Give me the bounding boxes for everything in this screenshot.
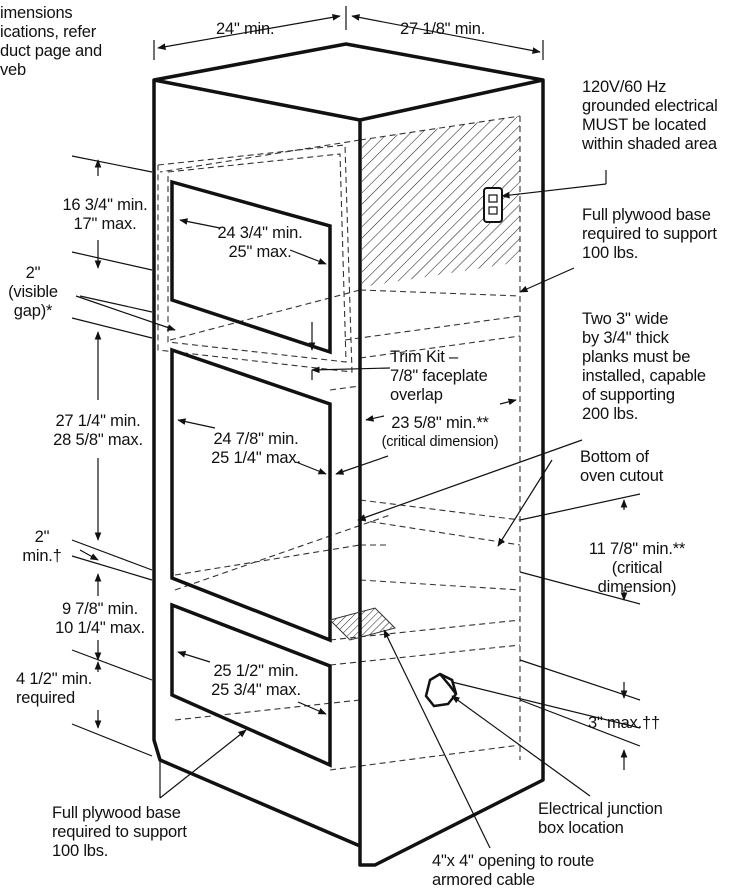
dim-2-min-label: 2" min.† bbox=[22, 528, 62, 565]
dim-3-max-label: 3" max.†† bbox=[588, 714, 660, 732]
planks-label: Two 3" wide by 3/4" thick planks must be… bbox=[582, 310, 706, 423]
dim-middle-height-label: 27 1/4" min. 28 5/8" max. bbox=[53, 412, 143, 449]
dim-middle-width-label: 24 7/8" min. 25 1/4" max. bbox=[211, 430, 301, 467]
electrical-label: 120V/60 Hz grounded electrical MUST be l… bbox=[582, 78, 718, 153]
dim-4-1-2-label: 4 1/2" min. required bbox=[16, 670, 93, 707]
dim-9-7-8-label: 9 7/8" min. 10 1/4" max. bbox=[55, 600, 145, 637]
electrical-outlet-icon bbox=[483, 187, 503, 223]
dim-11-7-8-label: 11 7/8" min.** (critical dimension) bbox=[588, 540, 686, 596]
electrical-shaded-area bbox=[362, 116, 520, 287]
dim-upper-width-label: 24 3/4" min. 25" max. bbox=[217, 224, 303, 261]
junction-box-label: Electrical junction box location bbox=[538, 800, 663, 837]
cabinet-outline bbox=[152, 42, 545, 867]
plywood-top-label: Full plywood base required to support 10… bbox=[582, 206, 717, 262]
opening-label: 4"x 4" opening to route armored cable bbox=[432, 852, 595, 889]
dim-depth-inner-label: 23 5/8" min.** (critical dimension) bbox=[381, 414, 499, 450]
dim-lower-width-label: 25 1/2" min. 25 3/4" max. bbox=[211, 662, 301, 699]
bottom-cutout-label: Bottom of oven cutout bbox=[580, 448, 664, 485]
dimension-lines bbox=[71, 6, 641, 849]
dim-depth-label: 27 1/8" min. bbox=[400, 20, 486, 38]
cable-opening bbox=[329, 607, 396, 641]
top-left-note: imensions ications, refer duct page and … bbox=[0, 4, 102, 79]
junction-box-icon bbox=[424, 672, 458, 708]
lower-cutout bbox=[170, 602, 332, 768]
plywood-bottom-label: Full plywood base required to support 10… bbox=[52, 804, 187, 860]
middle-cutout bbox=[170, 347, 332, 643]
visible-gap-label: 2" (visible gap)* bbox=[8, 264, 58, 320]
dim-width-label: 24" min. bbox=[216, 20, 275, 38]
dim-upper-height-label: 16 3/4" min. 17" max. bbox=[62, 196, 148, 233]
trim-kit-label: Trim Kit – 7/8" faceplate overlap bbox=[390, 348, 488, 404]
upper-cutout bbox=[170, 179, 332, 355]
